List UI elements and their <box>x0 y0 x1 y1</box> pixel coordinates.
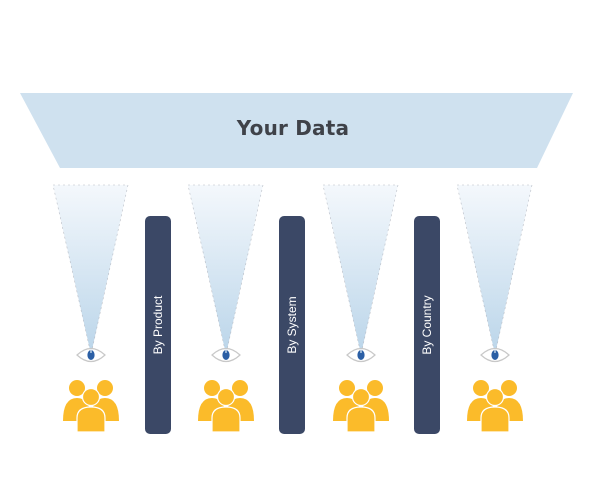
dimension-label: By Product <box>151 295 165 355</box>
viewer-group <box>187 184 264 433</box>
dimension-bar-by-country: By Country <box>414 216 440 434</box>
eye-icon <box>211 347 241 363</box>
viewer-group <box>52 184 129 433</box>
view-beam <box>187 184 264 351</box>
viewer-group <box>456 184 533 433</box>
dimension-bar-by-system: By System <box>279 216 305 434</box>
dimension-label: By System <box>285 296 299 354</box>
dimension-bar-by-product: By Product <box>145 216 171 434</box>
user-group-icon <box>198 380 254 433</box>
user-group-icon <box>467 380 523 433</box>
view-beam <box>322 184 399 351</box>
your-data-title: Your Data <box>236 116 350 140</box>
eye-icon <box>76 347 106 363</box>
eye-icon <box>480 347 510 363</box>
view-beam <box>52 184 129 351</box>
view-beam <box>456 184 533 351</box>
dimension-label: By Country <box>420 295 434 355</box>
user-group-icon <box>333 380 389 433</box>
data-funnel-shape <box>20 93 573 168</box>
eye-icon <box>346 347 376 363</box>
user-group-icon <box>63 380 119 433</box>
viewer-group <box>322 184 399 433</box>
